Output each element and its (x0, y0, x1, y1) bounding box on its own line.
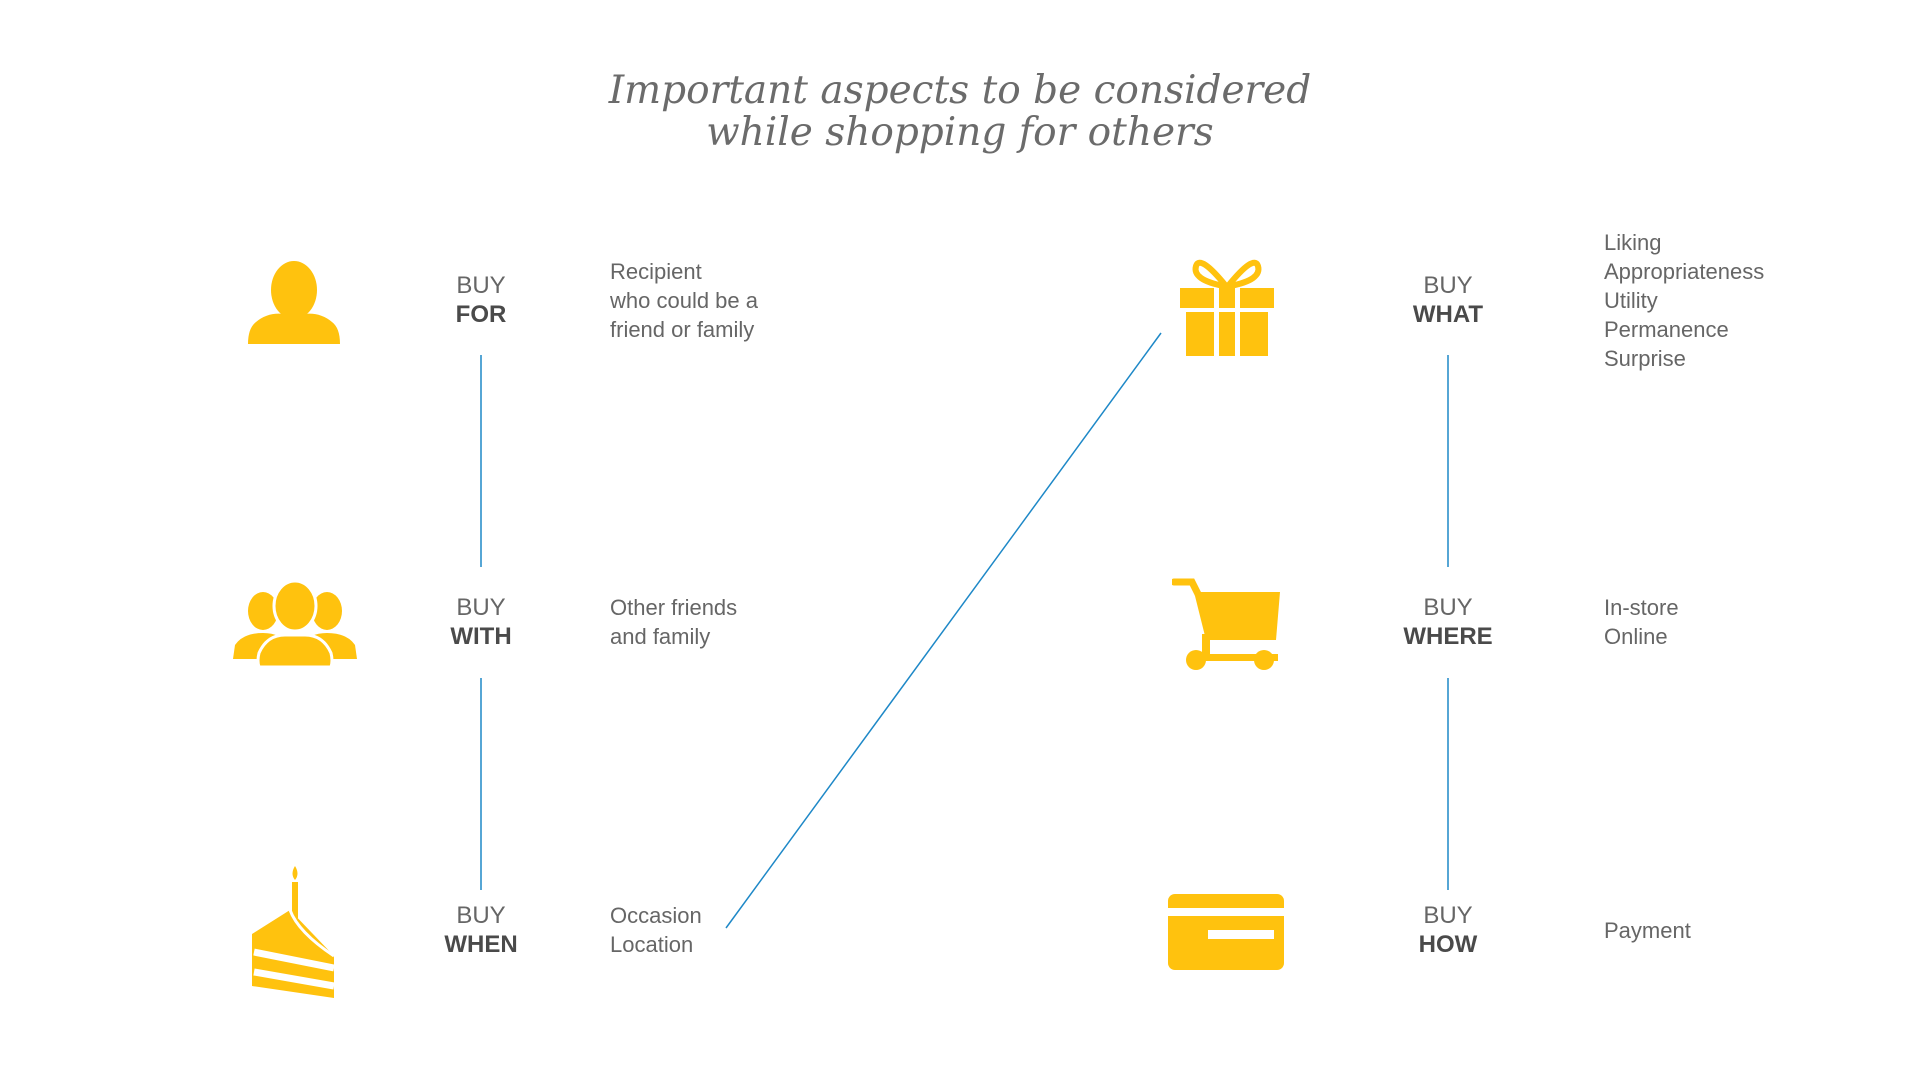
buy-word: BUY (456, 594, 506, 621)
title-line-1: Important aspects to be considered (608, 68, 1312, 113)
description-line: Location (610, 932, 694, 957)
cart-icon (1172, 578, 1284, 672)
buy-how-description: Payment (1604, 916, 1691, 945)
buy-for-description: Recipient who could be a friend or famil… (610, 257, 758, 344)
description-line: who could be a (610, 288, 758, 313)
buy-for-label: BUY FOR (391, 271, 571, 329)
buy-word: BUY (1423, 902, 1473, 929)
buy-when-description: Occasion Location (610, 901, 702, 959)
person-icon (248, 260, 340, 344)
description-line: Liking (1604, 230, 1662, 255)
buy-how-label: BUY HOW (1358, 901, 1538, 959)
description-line: and family (610, 624, 711, 649)
buy-with-label: BUY WITH (391, 593, 571, 651)
buy-when-label: BUY WHEN (391, 901, 571, 959)
description-line: Utility (1604, 288, 1658, 313)
gift-icon (1180, 250, 1274, 356)
buy-key-where: WHERE (1403, 623, 1493, 650)
description-line: Payment (1604, 918, 1691, 943)
buy-what-description: Liking Appropriateness Utility Permanenc… (1604, 228, 1764, 373)
buy-with-description: Other friends and family (610, 593, 737, 651)
buy-where-label: BUY WHERE (1358, 593, 1538, 651)
cake-icon (250, 862, 340, 998)
buy-where-description: In-store Online (1604, 593, 1679, 651)
description-line: In-store (1604, 595, 1679, 620)
description-line: friend or family (610, 317, 755, 342)
description-line: Appropriateness (1604, 259, 1765, 284)
description-line: Recipient (610, 259, 702, 284)
description-line: Occasion (610, 903, 702, 928)
description-line: Online (1604, 624, 1668, 649)
buy-key-what: WHAT (1412, 301, 1484, 328)
buy-what-label: BUY WHAT (1358, 271, 1538, 329)
buy-key-with: WITH (450, 623, 512, 650)
connector-when-what (725, 332, 1162, 929)
description-line: Surprise (1604, 346, 1686, 371)
credit-card-icon (1168, 894, 1284, 970)
group-icon (233, 581, 357, 667)
title-line-2: while shopping for others (706, 110, 1214, 155)
buy-key-when: WHEN (444, 931, 518, 958)
description-line: Other friends (610, 595, 738, 620)
description-line: Permanence (1604, 317, 1729, 342)
buy-word: BUY (1423, 272, 1473, 299)
buy-word: BUY (456, 272, 506, 299)
buy-key-for: FOR (455, 301, 507, 328)
buy-word: BUY (1423, 594, 1473, 621)
diagram-title: Important aspects to be considered while… (0, 70, 1920, 154)
buy-key-how: HOW (1418, 931, 1478, 958)
buy-word: BUY (456, 902, 506, 929)
